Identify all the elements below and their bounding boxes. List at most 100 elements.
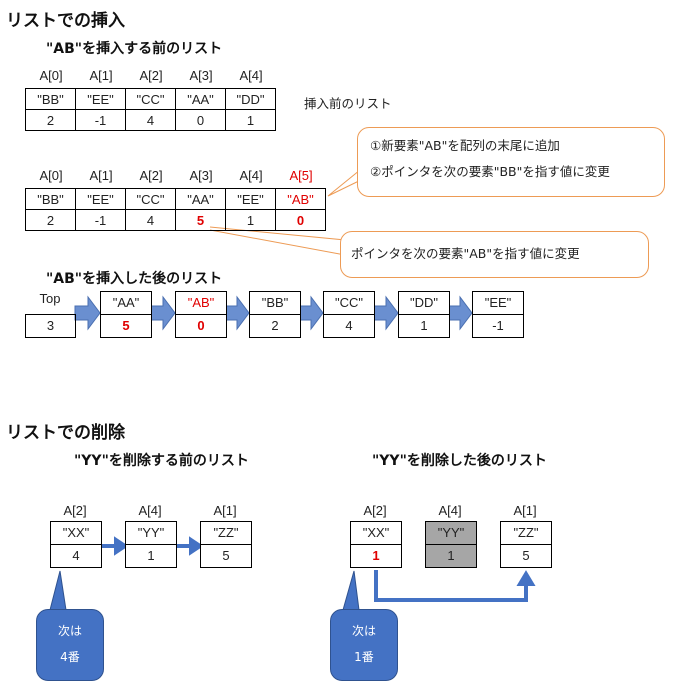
values-row: "BB" "EE" "CC" "AA" "DD" [25, 88, 276, 110]
node-value: "AA" [112, 295, 140, 310]
chain-arrows [74, 295, 473, 331]
list-node: "ZZ" 5 [500, 521, 552, 568]
chain-node: "DD" 1 [398, 291, 450, 338]
callout-leader-line [209, 229, 346, 256]
array-index-new: A[5] [289, 168, 313, 183]
node-value: "BB" [261, 295, 289, 310]
bypass-arrow [374, 570, 528, 602]
array-index: A[1] [89, 168, 113, 183]
bypass-arrowhead [516, 570, 536, 586]
array-index: A[0] [39, 168, 63, 183]
list-node: "XX" 1 [350, 521, 402, 568]
chain-arrow [150, 295, 176, 331]
array-value: "AA" [175, 88, 226, 110]
link-arrowhead [114, 536, 129, 556]
array-value: "AA" [175, 188, 226, 210]
node-value: "ZZ" [513, 525, 539, 540]
chain-arrow [74, 295, 101, 331]
chain-arrow [373, 295, 399, 331]
array-value: "CC" [125, 188, 176, 210]
array-pointer: -1 [75, 109, 126, 131]
node-value: "XX" [362, 525, 390, 540]
top-label: Top [39, 291, 61, 306]
delete-section-title: リストでの削除 [6, 423, 125, 443]
before-insert-array: "BB" "EE" "CC" "AA" "DD" 2 -1 4 0 1 [25, 88, 276, 131]
list-node: "YY" 1 [125, 521, 177, 568]
pointers-row: 2 -1 4 0 1 [25, 109, 276, 131]
array-pointer: 2 [25, 209, 76, 231]
array-value: "DD" [225, 88, 276, 110]
insert-section-title: リストでの挿入 [6, 11, 125, 31]
node-value: "ZZ" [213, 525, 239, 540]
bubble-line-1: 次は [351, 624, 376, 638]
node-pointer: 5 [101, 314, 151, 337]
bubble-line-1: 次は [57, 624, 82, 638]
array-value: "EE" [225, 188, 276, 210]
chain-node: "AA" 5 [100, 291, 152, 338]
node-value: "YY" [437, 525, 465, 540]
link-arrowhead [189, 536, 204, 556]
array-pointer: 4 [125, 209, 176, 231]
before-insert-label: 挿入前のリスト [304, 96, 392, 111]
node-pointer: 0 [176, 314, 226, 337]
node-pointer: 4 [51, 544, 101, 567]
array-index: A[2] [139, 68, 163, 83]
array-index: A[4] [239, 168, 263, 183]
after-delete-title: "YY"を削除した後のリスト [372, 453, 547, 469]
array-index: A[4] [239, 68, 263, 83]
node-value: "CC" [334, 295, 363, 310]
node-pointer: -1 [473, 314, 523, 337]
array-pointer: -1 [75, 209, 126, 231]
removed-node: "YY" 1 [425, 521, 477, 568]
array-index: A[2] [139, 168, 163, 183]
array-pointer: 0 [175, 109, 226, 131]
callout-pointer-change: ポインタを次の要素"AB"を指す値に変更 [340, 231, 649, 278]
node-pointer: 5 [501, 544, 551, 567]
node-pointer: 2 [250, 314, 300, 337]
before-delete-title: "YY"を削除する前のリスト [74, 453, 249, 469]
array-pointer: 1 [225, 109, 276, 131]
node-index: A[2] [63, 503, 87, 518]
node-pointer-changed: 1 [351, 544, 401, 567]
callout-line-2: ②ポインタを次の要素"BB"を指す値に変更 [370, 164, 610, 179]
callout-new-element: ①新要素"AB"を配列の末尾に追加 ②ポインタを次の要素"BB"を指す値に変更 [357, 127, 665, 197]
bubble-tail [342, 570, 360, 611]
chain-arrow [298, 295, 324, 331]
chain-node: "EE" -1 [472, 291, 524, 338]
bubble-line-2: 4番 [60, 650, 80, 664]
node-index: A[2] [363, 503, 387, 518]
array-index: A[1] [89, 68, 113, 83]
node-pointer: 5 [201, 544, 251, 567]
array-value: "BB" [25, 88, 76, 110]
array-pointer: 2 [25, 109, 76, 131]
node-pointer: 4 [324, 314, 374, 337]
node-value: "DD" [409, 295, 438, 310]
top-value: 3 [25, 314, 76, 338]
node-value: "AB" [187, 295, 215, 310]
node-pointer: 1 [126, 544, 176, 567]
node-index: A[4] [138, 503, 162, 518]
node-index: A[1] [513, 503, 537, 518]
callout-pointer-text: ポインタを次の要素"AB"を指す値に変更 [351, 246, 580, 261]
chain-node: "AB" 0 [175, 291, 227, 338]
chain-node: "BB" 2 [249, 291, 301, 338]
node-value: "YY" [137, 525, 165, 540]
array-pointer: 1 [225, 209, 276, 231]
before-insert-title: "AB"を挿入する前のリスト [46, 41, 223, 57]
bubble-tail [49, 570, 67, 611]
array-index: A[3] [189, 168, 213, 183]
array-index: A[3] [189, 68, 213, 83]
array-value: "BB" [25, 188, 76, 210]
bubble-line-2: 1番 [354, 650, 374, 664]
node-value: "XX" [62, 525, 90, 540]
chain-arrow [447, 295, 473, 331]
node-pointer: 1 [399, 314, 449, 337]
after-insert-array: "BB" "EE" "CC" "AA" "EE" "AB" 2 -1 4 5 1… [25, 188, 326, 231]
node-value: "EE" [484, 295, 512, 310]
callout-new-pointer [327, 169, 366, 197]
list-node: "XX" 4 [50, 521, 102, 568]
callout-line-1: ①新要素"AB"を配列の末尾に追加 [370, 138, 560, 153]
array-value: "EE" [75, 188, 126, 210]
array-pointer: 4 [125, 109, 176, 131]
pointers-row: 2 -1 4 5 1 0 [25, 209, 326, 231]
